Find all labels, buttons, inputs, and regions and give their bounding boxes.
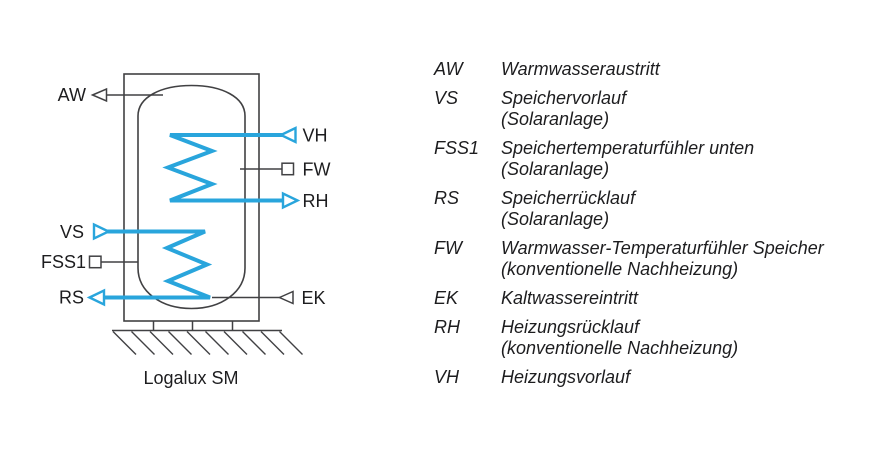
port-label-fss1: FSS1: [41, 252, 86, 272]
port-label-ek: EK: [302, 288, 326, 308]
vs-arrowhead: [92, 222, 112, 241]
legend-desc-line1: Speicherrücklauf: [501, 188, 636, 208]
tank-diagram: AW VH FW RH VS FSS1 RS EK Logalux SM: [41, 73, 331, 388]
legend-term: FW: [434, 238, 462, 258]
legend-term: EK: [434, 288, 459, 308]
legend-desc-line2: (konventionelle Nachheizung): [501, 338, 739, 358]
legend-desc-line2: (Solaranlage): [501, 209, 610, 229]
port-label-vs: VS: [60, 222, 84, 242]
legend-desc-line1: Speichervorlauf: [501, 88, 627, 108]
tank-outer-shell: [123, 73, 260, 322]
legend-desc-line1: Warmwasseraustritt: [501, 59, 660, 79]
legend-term: FSS1: [434, 138, 480, 158]
ground-hatch: [112, 331, 303, 355]
legend-term: AW: [434, 59, 463, 79]
legend-entry-fw: FW Warmwasser-Temperaturfühler Speicher …: [434, 238, 864, 280]
tank-inner-vessel: [137, 84, 246, 310]
legend: AW Warmwasseraustritt VS Speichervorlauf…: [434, 59, 864, 396]
fss1-sensor-square: [88, 255, 102, 269]
legend-desc-line1: Warmwasser-Temperaturfühler Speicher: [501, 238, 824, 258]
fw-sensor-square: [281, 162, 295, 176]
legend-entry-rs: RS Speicherrücklauf (Solaranlage): [434, 188, 864, 230]
legend-desc: Kaltwassereintritt: [501, 288, 864, 309]
rh-arrowhead: [281, 191, 301, 210]
legend-entry-fss1: FSS1 Speichertemperaturfühler unten (Sol…: [434, 138, 864, 180]
legend-desc: Heizungsrücklauf (konventionelle Nachhei…: [501, 317, 864, 359]
legend-entry-ek: EK Kaltwassereintritt: [434, 288, 864, 309]
vh-arrowhead: [278, 126, 297, 144]
legend-desc-line2: (konventionelle Nachheizung): [501, 259, 739, 279]
diagram-caption: Logalux SM: [143, 368, 238, 388]
legend-desc-line1: Heizungsvorlauf: [501, 367, 631, 387]
legend-term: RH: [434, 317, 460, 337]
legend-desc-line2: (Solaranlage): [501, 159, 610, 179]
legend-term: RS: [434, 188, 460, 208]
port-label-vh: VH: [303, 126, 328, 146]
port-label-rs: RS: [59, 288, 84, 308]
legend-term: VS: [434, 88, 459, 108]
port-label-aw: AW: [58, 85, 86, 105]
lower-coil-pipe: [98, 229, 213, 300]
port-label-rh: RH: [303, 191, 329, 211]
legend-desc-line1: Speichertemperaturfühler unten: [501, 138, 755, 158]
aw-arrowhead: [90, 87, 108, 103]
legend-entry-aw: AW Warmwasseraustritt: [434, 59, 864, 80]
tank-feet: [152, 321, 234, 330]
port-label-fw: FW: [303, 160, 331, 180]
legend-desc: Speichertemperaturfühler unten (Solaranl…: [501, 138, 864, 180]
rs-arrowhead: [86, 288, 106, 307]
upper-coil-pipe: [162, 133, 283, 203]
legend-desc: Warmwasseraustritt: [501, 59, 864, 80]
legend-desc-line2: (Solaranlage): [501, 109, 610, 129]
ek-arrowhead: [277, 290, 294, 305]
legend-desc-line1: Heizungsrücklauf: [501, 317, 640, 337]
legend-desc-line1: Kaltwassereintritt: [501, 288, 639, 308]
legend-entry-vh: VH Heizungsvorlauf: [434, 367, 864, 388]
legend-entry-vs: VS Speichervorlauf (Solaranlage): [434, 88, 864, 130]
legend-desc: Speicherrücklauf (Solaranlage): [501, 188, 864, 230]
legend-entry-rh: RH Heizungsrücklauf (konventionelle Nach…: [434, 317, 864, 359]
legend-desc: Speichervorlauf (Solaranlage): [501, 88, 864, 130]
legend-term: VH: [434, 367, 460, 387]
legend-desc: Warmwasser-Temperaturfühler Speicher (ko…: [501, 238, 864, 280]
legend-desc: Heizungsvorlauf: [501, 367, 864, 388]
